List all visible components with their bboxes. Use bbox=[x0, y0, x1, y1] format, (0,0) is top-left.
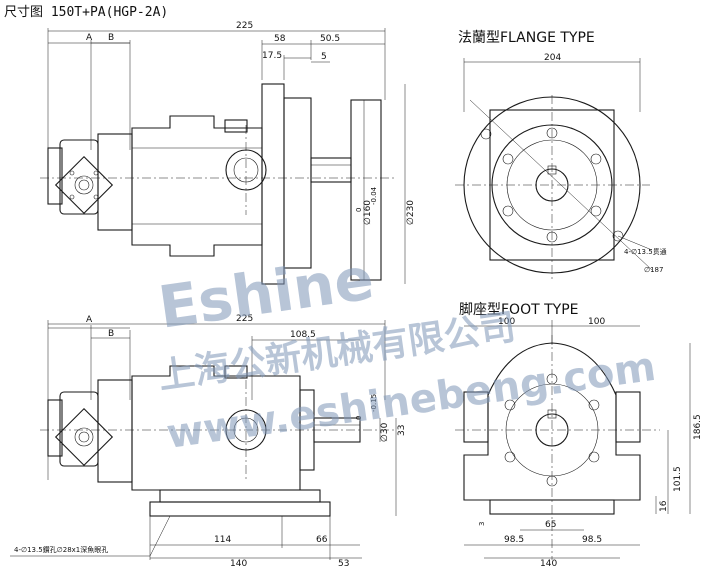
dim-B-bottom: B bbox=[108, 329, 114, 339]
dim-100-left: 100 bbox=[498, 317, 515, 327]
dim-A-top: A bbox=[86, 33, 93, 43]
foot-hole-note: 4-∅13.5鑽孔∅28x1深魚眼孔 bbox=[14, 545, 108, 554]
dim-17-5: 17.5 bbox=[262, 51, 282, 61]
dim-16: 16 bbox=[659, 500, 669, 512]
dim-204: 204 bbox=[544, 53, 561, 63]
foot-title: 脚座型FOOT TYPE bbox=[459, 302, 579, 318]
dim-230: ∅230 bbox=[406, 200, 416, 225]
dim-33: 33 bbox=[397, 425, 407, 436]
tol-upper-bottom: 0 bbox=[355, 416, 363, 420]
dim-225-bottom: 225 bbox=[236, 314, 253, 324]
dim-53: 53 bbox=[338, 559, 349, 568]
dim-58: 58 bbox=[274, 34, 286, 44]
tol-lower-top: -0.04 bbox=[370, 186, 378, 205]
dim-65: 65 bbox=[545, 520, 556, 530]
dim-140-foot: 140 bbox=[540, 559, 557, 568]
dim-187: ∅187 bbox=[644, 266, 663, 274]
dim-140-bottom: 140 bbox=[230, 559, 247, 568]
dim-30: ∅30 bbox=[380, 422, 390, 442]
dim-160: ∅160 bbox=[363, 200, 373, 225]
top-view: 225 A B 58 50.5 17.5 5 bbox=[40, 21, 416, 285]
dim-98-5-left: 98.5 bbox=[504, 535, 524, 545]
dim-5: 5 bbox=[321, 52, 327, 62]
dim-100-right: 100 bbox=[588, 317, 605, 327]
tol-lower-bottom: -0.15 bbox=[370, 394, 378, 412]
foot-view: 脚座型FOOT TYPE 100 100 186.5 101.5 16 3 65… bbox=[455, 302, 703, 568]
watermark-brand: Eshine bbox=[154, 244, 377, 341]
dim-186-5: 186.5 bbox=[693, 414, 703, 440]
dim-101-5: 101.5 bbox=[673, 466, 683, 492]
dim-A-bottom: A bbox=[86, 315, 93, 325]
flange-view: 法蘭型FLANGE TYPE 204 4-∅13.5贯通 ∅187 bbox=[455, 30, 667, 280]
flange-title: 法蘭型FLANGE TYPE bbox=[458, 30, 595, 46]
dim-3: 3 bbox=[478, 522, 486, 526]
flange-hole-note: 4-∅13.5贯通 bbox=[624, 247, 667, 256]
dim-50-5: 50.5 bbox=[320, 34, 340, 44]
dim-66: 66 bbox=[316, 535, 328, 545]
tol-upper-top: 0 bbox=[355, 208, 363, 212]
dim-225-top: 225 bbox=[236, 21, 253, 31]
bottom-view: 225 A B 108.5 0 -0.15 ∅30 bbox=[10, 314, 407, 568]
dim-98-5-right: 98.5 bbox=[582, 535, 602, 545]
sheet-title: 尺寸图 150T+PA(HGP-2A) bbox=[4, 5, 168, 20]
dim-114: 114 bbox=[214, 535, 231, 545]
dim-108-5: 108.5 bbox=[290, 330, 316, 340]
dim-B-top: B bbox=[108, 33, 114, 43]
